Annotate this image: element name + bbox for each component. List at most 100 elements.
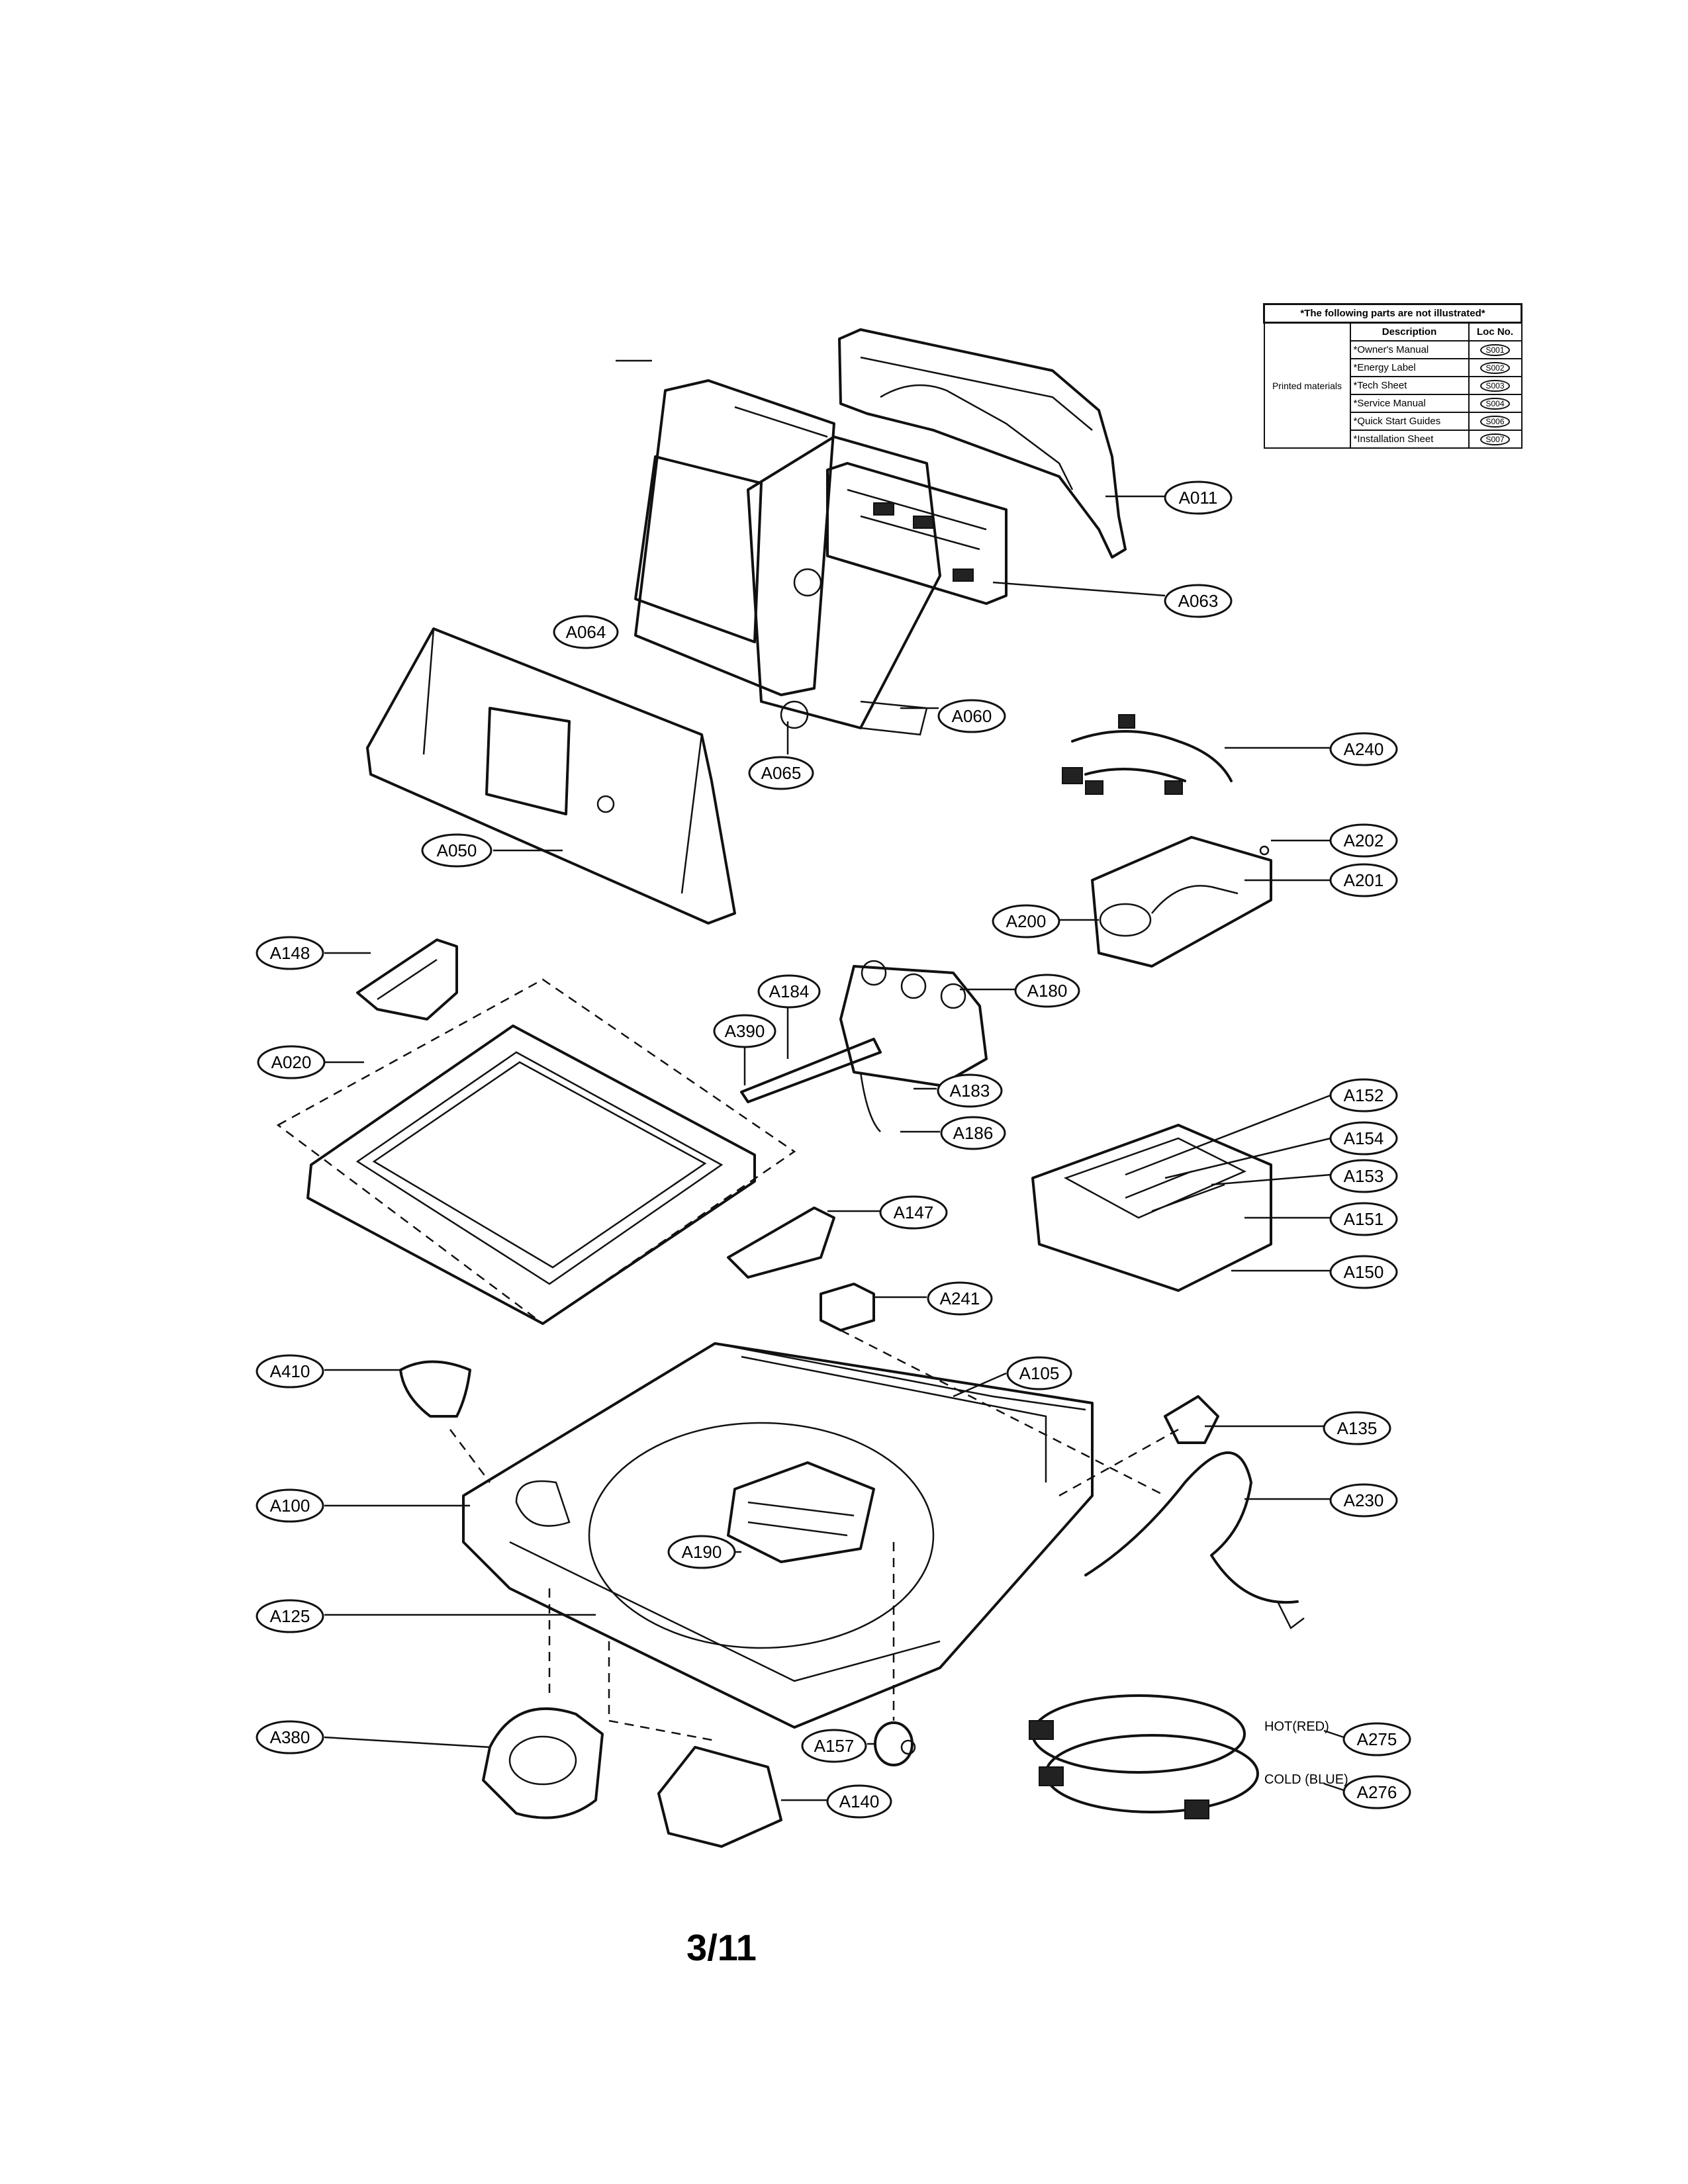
leader-lines — [311, 359, 1344, 1801]
svg-text:A180: A180 — [1027, 981, 1068, 1001]
svg-text:A063: A063 — [1178, 591, 1219, 611]
svg-text:A230: A230 — [1344, 1490, 1384, 1510]
part-a230-power-cord — [1084, 1451, 1305, 1629]
callout-a201: A201 — [1329, 863, 1398, 897]
svg-text:A380: A380 — [270, 1727, 310, 1747]
callout-a150: A150 — [1329, 1255, 1398, 1289]
callout-a202: A202 — [1329, 823, 1398, 858]
svg-text:A147: A147 — [894, 1203, 934, 1222]
part-a180-water-valve — [839, 960, 988, 1132]
callout-a050: A050 — [421, 833, 492, 868]
svg-text:A135: A135 — [1337, 1418, 1378, 1438]
table-row: *Installation Sheet S007 — [1264, 430, 1523, 449]
callout-a100: A100 — [256, 1488, 324, 1523]
part-a050-control-panel — [366, 627, 736, 925]
svg-text:A011: A011 — [1179, 488, 1218, 508]
part-a241-connector — [820, 1283, 875, 1332]
svg-text:A202: A202 — [1344, 831, 1384, 850]
svg-text:A151: A151 — [1344, 1209, 1384, 1229]
part-a380-pump — [482, 1707, 604, 1819]
part-a140-lid-switch — [657, 1746, 782, 1848]
svg-text:A064: A064 — [566, 622, 606, 642]
callout-a241: A241 — [927, 1281, 993, 1316]
callout-a140: A140 — [826, 1784, 892, 1819]
svg-text:A390: A390 — [725, 1021, 765, 1041]
callout-a060: A060 — [937, 699, 1006, 733]
callout-a135: A135 — [1323, 1411, 1391, 1445]
callout-a105: A105 — [1006, 1356, 1072, 1390]
svg-text:A125: A125 — [270, 1606, 310, 1626]
callout-a064: A064 — [553, 615, 619, 649]
callout-a230: A230 — [1329, 1483, 1398, 1518]
part-a011-rear-cover — [838, 328, 1127, 559]
row-loc: S003 — [1480, 379, 1510, 392]
part-a240-wire-harness — [1062, 714, 1233, 795]
svg-text:A275: A275 — [1357, 1729, 1397, 1749]
callout-a125: A125 — [256, 1599, 324, 1633]
callout-a276: A276 — [1342, 1775, 1411, 1809]
svg-text:A200: A200 — [1006, 911, 1047, 931]
part-a200-pressure-switch — [1091, 836, 1272, 968]
svg-text:A276: A276 — [1357, 1782, 1397, 1802]
callout-a186: A186 — [940, 1116, 1006, 1150]
row-description: *Installation Sheet — [1349, 430, 1470, 449]
hose-label-hot: HOT(RED) — [1264, 1719, 1329, 1734]
svg-text:A140: A140 — [839, 1792, 880, 1811]
svg-text:A150: A150 — [1344, 1262, 1384, 1282]
page-number: 3/11 — [686, 1927, 757, 1968]
part-a020-lid — [306, 1024, 756, 1325]
callout-a275: A275 — [1342, 1722, 1411, 1756]
callout-a063: A063 — [1164, 584, 1233, 618]
callout-a157: A157 — [801, 1729, 867, 1763]
row-loc: S004 — [1480, 397, 1510, 410]
svg-text:A148: A148 — [270, 943, 310, 963]
svg-text:A065: A065 — [761, 763, 802, 783]
part-a410-dispenser — [399, 1360, 471, 1418]
row-loc: S007 — [1480, 433, 1510, 445]
row-description: *Quick Start Guides — [1349, 412, 1470, 431]
table-header-loc: Loc No. — [1468, 322, 1523, 341]
svg-text:A060: A060 — [952, 706, 992, 726]
part-a275-a276-inlet-hoses — [1029, 1694, 1259, 1819]
part-a147-hinge — [727, 1206, 835, 1279]
svg-text:A186: A186 — [953, 1123, 994, 1143]
part-a065-a060-sub-pcb — [747, 435, 941, 736]
table-row: *Energy Label S002 — [1264, 358, 1523, 377]
part-a100-top-cover — [462, 1342, 1094, 1729]
table-header-description: Description — [1349, 322, 1470, 341]
callout-a020: A020 — [257, 1045, 326, 1079]
svg-text:A050: A050 — [437, 841, 477, 860]
svg-text:A184: A184 — [769, 981, 810, 1001]
part-a064-display-pcb — [634, 379, 835, 696]
callout-a154: A154 — [1329, 1121, 1398, 1156]
row-loc: S001 — [1480, 343, 1510, 356]
callout-a147: A147 — [879, 1195, 948, 1230]
callout-a148: A148 — [256, 936, 324, 970]
part-a190-filter — [727, 1461, 875, 1563]
row-description: *Service Manual — [1349, 394, 1470, 413]
callout-a152: A152 — [1329, 1078, 1398, 1113]
row-description: *Tech Sheet — [1349, 376, 1470, 395]
callout-a200: A200 — [992, 904, 1060, 938]
svg-text:A201: A201 — [1344, 870, 1384, 890]
callout-a240: A240 — [1329, 732, 1398, 766]
callout-a410: A410 — [256, 1354, 324, 1388]
callout-a184: A184 — [757, 974, 821, 1009]
table-row: *Owner's Manual S001 — [1264, 340, 1523, 359]
table-group-label: Printed materials — [1263, 322, 1351, 449]
svg-text:A020: A020 — [271, 1052, 312, 1072]
row-loc: S002 — [1480, 361, 1510, 374]
part-a157-cap — [874, 1721, 916, 1766]
callout-a180: A180 — [1014, 974, 1080, 1008]
hose-label-cold: COLD (BLUE) — [1264, 1772, 1348, 1787]
row-loc: S006 — [1480, 415, 1510, 428]
callout-a151: A151 — [1329, 1202, 1398, 1236]
part-a390-a184-hose — [740, 1038, 882, 1103]
table-caption: *The following parts are not illustrated… — [1263, 303, 1523, 324]
callout-a153: A153 — [1329, 1159, 1398, 1193]
row-description: *Energy Label — [1349, 358, 1470, 377]
callout-a065: A065 — [748, 756, 814, 790]
callout-a011: A011 — [1164, 480, 1233, 515]
svg-text:A152: A152 — [1344, 1085, 1384, 1105]
